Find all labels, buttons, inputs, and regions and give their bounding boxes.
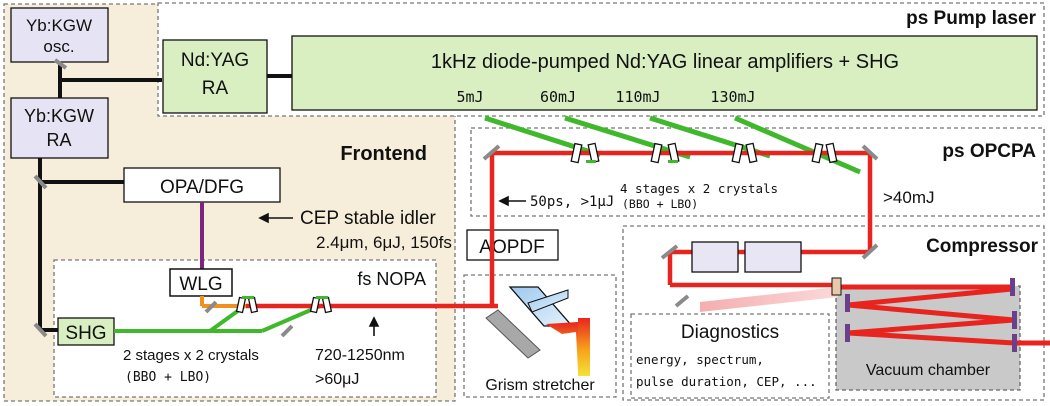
ndyag-label-2: RA: [202, 78, 229, 99]
aopdf-box: [466, 229, 559, 261]
compressor-beam: [838, 284, 1050, 346]
diagnostics-beam: [700, 287, 838, 312]
yb-kgw-osc-box: [10, 7, 109, 63]
compressor-lens-2: [744, 241, 802, 273]
compressor-title: Compressor: [926, 236, 1039, 257]
opcpa-crystals: [570, 142, 838, 164]
pump-energy-1: 5mJ: [456, 88, 483, 106]
fs-nopa-title: fs NOPA: [357, 269, 426, 289]
nopa-crystals-label: (BBO + LBO): [125, 370, 211, 385]
cep-label-1: CEP stable idler: [300, 208, 437, 229]
amplifiers-box: [291, 35, 1038, 111]
ndyag-label-1: Nd:YAG: [181, 50, 249, 71]
opcpa-stages-label: 4 stages x 2 crystals: [620, 181, 778, 196]
ps-opcpa-title: ps OPCPA: [942, 141, 1036, 162]
arrows: [258, 195, 526, 336]
diagnostics-line-1: energy, spectrum,: [636, 352, 764, 367]
opcpa-dichroic-2: [668, 160, 678, 163]
opcpa-dichroic-1: [586, 160, 596, 163]
fs-nopa-region: [53, 259, 437, 398]
diagnostics-region: [630, 313, 830, 399]
yb-kgw-ra-box: [10, 97, 109, 159]
opa-dfg-box: [123, 167, 281, 203]
shg-label: SHG: [65, 323, 106, 344]
nopa-dichroic-1: [242, 296, 254, 299]
nopa-stages-label: 2 stages x 2 crystals: [123, 347, 259, 364]
opa-dfg-label: OPA/DFG: [160, 177, 244, 198]
compressor-mirror-5: [1012, 334, 1017, 352]
grism-dispersed-beam: [578, 318, 590, 376]
ra-label-2: RA: [46, 130, 71, 150]
amplifiers-label: 1kHz diode-pumped Nd:YAG linear amplifie…: [431, 51, 899, 73]
compressor-lens-1: [691, 241, 739, 273]
frontend-title: Frontend: [340, 143, 427, 165]
cep-label-2: 2.4μm, 6μJ, 150fs: [316, 233, 452, 252]
compressor-mirror-4: [845, 324, 850, 342]
opcpa-output-label: >40mJ: [883, 188, 935, 207]
nopa-crystals: [235, 296, 333, 314]
pump-energy-3: 110mJ: [615, 88, 660, 106]
mirrors: [33, 58, 879, 338]
compressor-grating: [831, 277, 842, 296]
shg-box: [57, 317, 115, 346]
compressor-mirror-3: [1012, 311, 1017, 329]
compressor-mirror-1: [1010, 278, 1015, 296]
compressor-mirror-2: [845, 294, 850, 312]
grism-stretcher-label: Grism stretcher: [485, 377, 595, 394]
pump-energy-2: 60mJ: [540, 88, 576, 106]
nopa-dichroic-2: [316, 296, 328, 299]
opcpa-crystals-label: (BBO + LBO): [622, 197, 698, 211]
vacuum-chamber-label: Vacuum chamber: [866, 362, 991, 379]
osc-label-2: osc.: [43, 37, 74, 56]
diagnostics-line-2: pulse duration, CEP, ...: [636, 374, 817, 389]
grism-stretcher: [485, 286, 590, 376]
diagnostics-title: Diagnostics: [681, 322, 779, 343]
wlg-label: WLG: [179, 274, 222, 295]
osc-label-1: Yb:KGW: [26, 16, 92, 35]
wlg-box: [169, 268, 233, 297]
pump-energy-4: 130mJ: [710, 88, 755, 106]
nopa-energy-label: >60μJ: [315, 371, 359, 388]
ra-label-1: Yb:KGW: [24, 106, 94, 126]
pump-laser-title: ps Pump laser: [906, 8, 1036, 29]
aopdf-label: AOPDF: [479, 237, 544, 258]
stretched-pulse-label: 50ps, >1μJ: [530, 194, 614, 210]
nopa-range-label: 720-1250nm: [315, 347, 405, 364]
